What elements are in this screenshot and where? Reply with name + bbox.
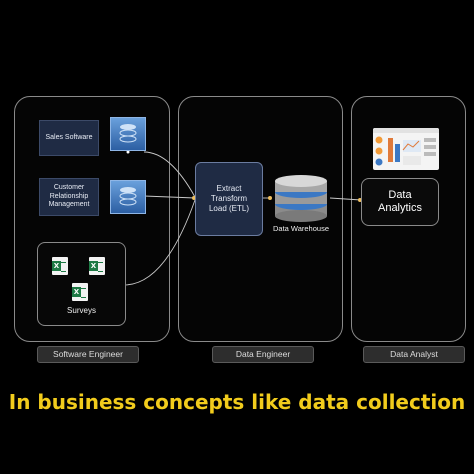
warehouse-label: Data Warehouse: [272, 224, 329, 233]
port-sales: [126, 150, 130, 154]
surveys-node: X X X Surveys: [37, 242, 126, 326]
database-icon: [110, 180, 146, 214]
connector-surveys-etl: [123, 199, 196, 286]
sales-software-label: Sales Software: [45, 133, 93, 141]
surveys-label: Surveys: [67, 306, 96, 315]
database-icon: [110, 117, 146, 151]
etl-node: Extract Transform Load (ETL): [195, 162, 263, 236]
warehouse-cylinder-icon: [275, 175, 327, 222]
crm-node: Customer Relationship Management: [39, 178, 99, 216]
arrow-dot-warehouse: [268, 196, 272, 200]
data-analytics-label: Data Analytics: [377, 189, 423, 214]
role-data-engineer: Data Engineer: [212, 346, 314, 363]
caption: In business concepts like data collectio…: [8, 390, 466, 414]
role-software-engineer: Software Engineer: [37, 346, 139, 363]
sales-software-node: Sales Software: [39, 120, 99, 156]
connector-crm-etl: [143, 195, 196, 199]
data-analytics-node: Data Analytics: [361, 178, 439, 226]
excel-icon: X: [52, 257, 68, 275]
excel-icon: X: [72, 283, 88, 301]
crm-label: Customer Relationship Management: [48, 184, 90, 209]
excel-icon: X: [89, 257, 105, 275]
role-data-analyst: Data Analyst: [363, 346, 465, 363]
etl-label: Extract Transform Load (ETL): [208, 184, 250, 213]
dashboard-icon: [373, 128, 439, 170]
connector-warehouse-analytics: [329, 197, 362, 201]
connector-sales-etl: [143, 151, 196, 198]
